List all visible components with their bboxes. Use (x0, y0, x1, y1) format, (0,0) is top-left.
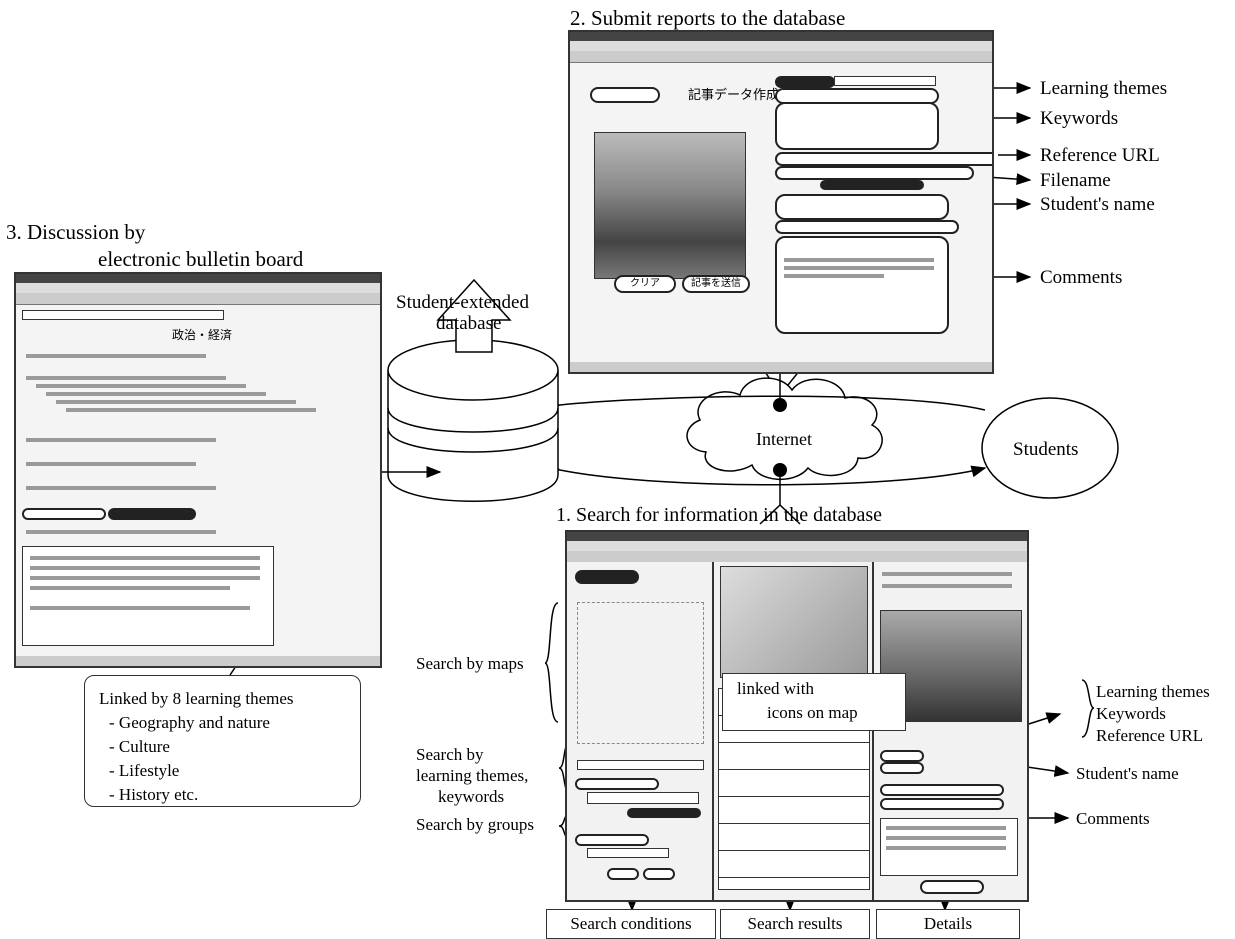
theme-item: - Geography and nature (109, 713, 270, 732)
search-screenshot (565, 530, 1029, 902)
map-outline[interactable] (577, 602, 704, 744)
label-learning-themes: Learning themes (1040, 78, 1168, 99)
search-by-themes-line1: Search by (416, 745, 484, 764)
theme-item: - History etc. (109, 785, 199, 804)
internet-node-top (773, 398, 787, 412)
search-by-themes-line2: learning themes, (416, 766, 529, 785)
search-by-themes-line3: keywords (438, 787, 505, 806)
label-keywords: Keywords (1040, 108, 1119, 129)
label-filename: Filename (1040, 170, 1111, 191)
comments-area[interactable] (775, 236, 949, 334)
database-cylinder (387, 339, 559, 502)
details-learning-themes: Learning themes (1096, 682, 1210, 701)
details-comments: Comments (1076, 809, 1150, 828)
submit-photo (594, 132, 746, 279)
linked-icons-callout: linked with icons on map (722, 673, 906, 731)
search-title: 1. Search for information in the databas… (556, 504, 882, 526)
students-label: Students (1013, 439, 1079, 460)
brace-details (1081, 679, 1095, 738)
database-up-arrow (436, 278, 512, 353)
discussion-title-line2: electronic bulletin board (98, 247, 304, 271)
label-reference-url: Reference URL (1040, 145, 1160, 166)
linked-icons-line2: icons on map (767, 703, 858, 722)
panel-search-conditions: Search conditions (546, 909, 716, 939)
details-reference-url: Reference URL (1096, 726, 1204, 745)
submit-page-title: 記事データ作成 (688, 88, 780, 103)
details-students-name: Student's name (1076, 764, 1179, 783)
bbs-screenshot: 政治・経済 (14, 272, 382, 668)
discussion-title-line1: 3. Discussion by (6, 220, 146, 244)
search-by-groups: Search by groups (416, 815, 535, 834)
search-by-maps: Search by maps (416, 654, 524, 673)
send-button[interactable]: 記事を送信 (682, 275, 750, 293)
bbs-page-title: 政治・経済 (172, 328, 233, 342)
learning-themes-box: Linked by 8 learning themes - Geography … (84, 675, 361, 807)
learning-themes-heading: Linked by 8 learning themes (99, 689, 294, 708)
label-comments: Comments (1040, 267, 1123, 288)
brace-maps (544, 602, 559, 723)
internet-label: Internet (756, 429, 812, 449)
internet-node-bottom (773, 463, 787, 477)
theme-item: - Lifestyle (109, 761, 180, 780)
database-label-line2: database (436, 313, 502, 334)
panel-search-results: Search results (720, 909, 870, 939)
database-label-line1: Student-extended (396, 292, 529, 313)
panel-details: Details (876, 909, 1020, 939)
details-keywords: Keywords (1096, 704, 1166, 723)
linked-icons-line1: linked with (737, 679, 814, 698)
label-students-name: Student's name (1040, 194, 1155, 215)
submit-screenshot: 記事データ作成 クリア 記事を送信 (568, 30, 994, 374)
theme-item: - Culture (109, 737, 170, 756)
clear-button[interactable]: クリア (614, 275, 676, 293)
students-node (981, 397, 1119, 499)
submit-title: 2. Submit reports to the database (570, 6, 846, 30)
